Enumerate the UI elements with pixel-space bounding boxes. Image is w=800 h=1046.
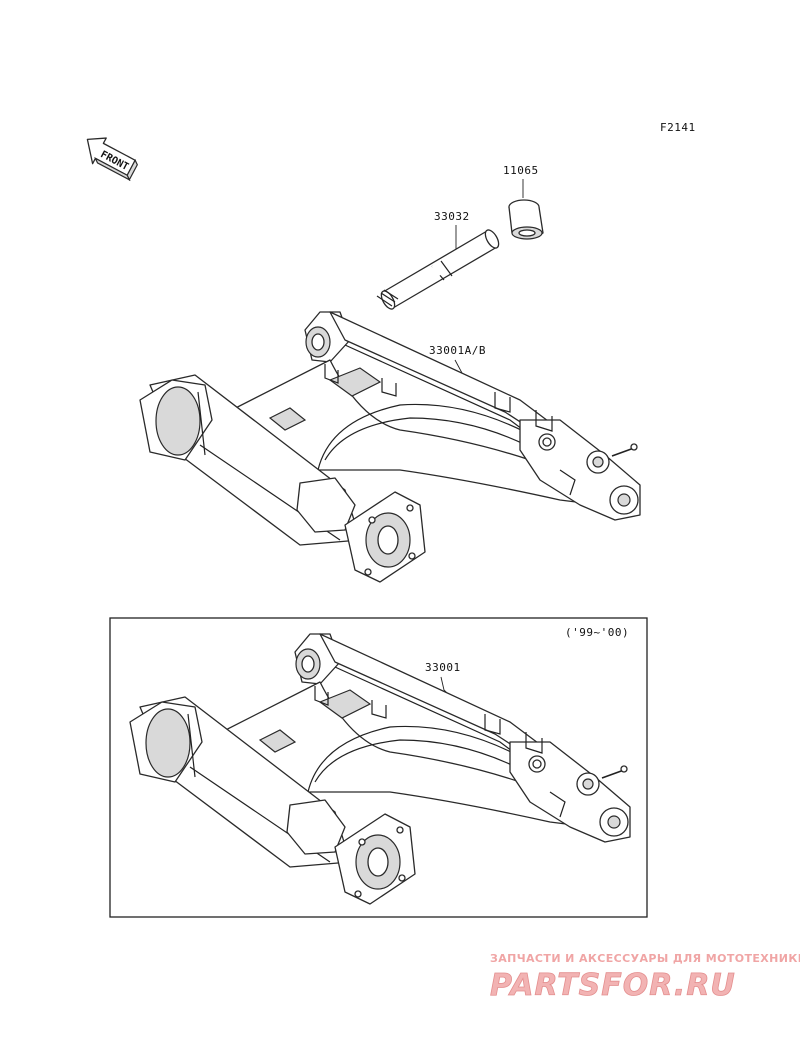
variant-box — [109, 617, 648, 918]
watermark-logo: PARTSFOR.RU — [490, 968, 736, 1003]
bushing-part — [508, 199, 544, 240]
label-11065: 11065 — [503, 164, 539, 177]
figure-code: F2141 — [660, 121, 696, 134]
swingarm-main-part — [139, 311, 641, 583]
label-33001AB: 33001A/B — [429, 344, 486, 357]
label-33001: 33001 — [425, 661, 461, 674]
swingarm-alt-part — [129, 633, 631, 905]
watermark-tagline: ЗАПЧАСТИ И АКСЕССУАРЫ ДЛЯ МОТОТЕХНИКИ — [490, 952, 800, 965]
label-33032: 33032 — [434, 210, 470, 223]
front-arrow-icon: FRONT — [86, 137, 138, 182]
pivot-shaft-part — [376, 229, 500, 310]
variant-years-label: ('99~'00) — [565, 626, 629, 639]
